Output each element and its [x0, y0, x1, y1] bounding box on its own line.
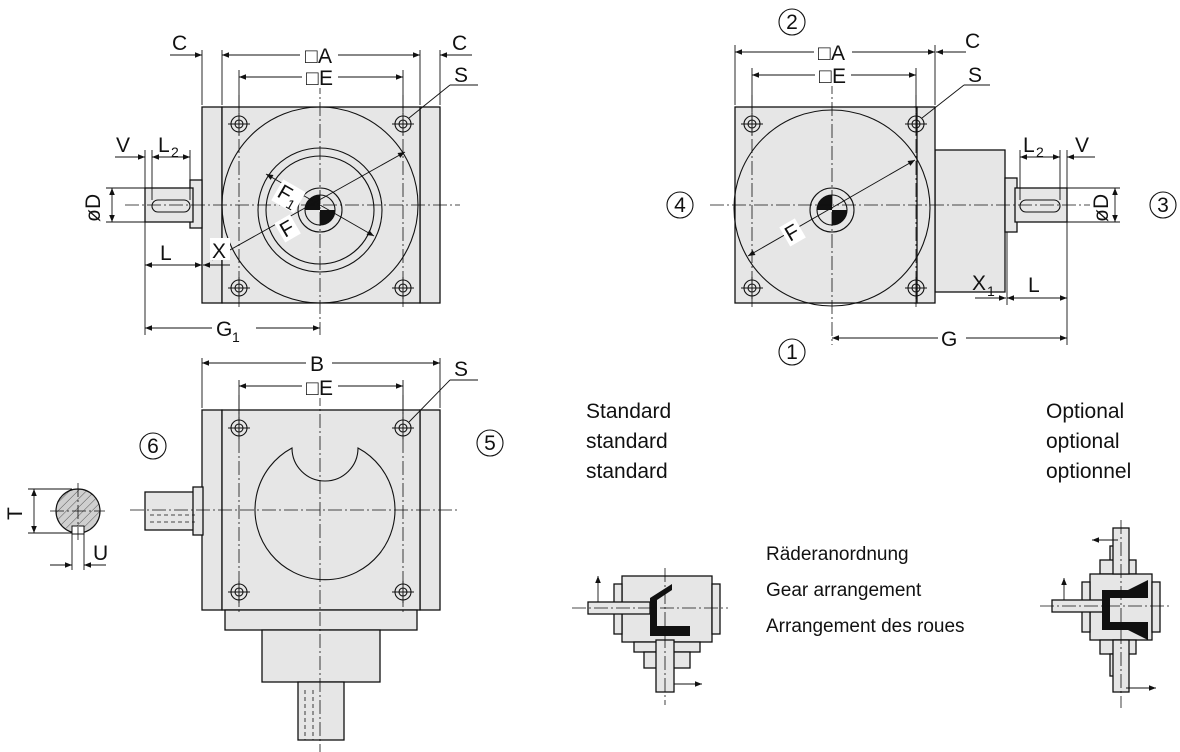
svg-text:1: 1 — [786, 341, 798, 364]
dim-B-label: B — [310, 353, 324, 376]
svg-text:standard: standard — [586, 430, 668, 453]
dim-L2-label: L — [158, 134, 170, 157]
dim-S-label-s: S — [454, 358, 468, 381]
dim-C-right: C — [452, 32, 467, 55]
position-marker-2: 2 — [778, 8, 806, 36]
dim-X1-sub: 1 — [987, 283, 995, 299]
svg-text:Arrangement des roues: Arrangement des roues — [766, 616, 965, 637]
dim-C-left: C — [172, 32, 187, 55]
svg-text:Optional: Optional — [1046, 400, 1124, 423]
svg-text:Räderanordnung: Räderanordnung — [766, 544, 909, 565]
dim-U-label: U — [93, 542, 108, 565]
dim-S-label: S — [454, 64, 468, 87]
optional-caption: Optional optional optionnel — [1046, 400, 1131, 483]
standard-gear-arrangement-icon — [572, 568, 728, 705]
dim-E-square: □ — [306, 67, 319, 90]
dim-E-square-s: □ — [306, 377, 319, 400]
dim-L-label: L — [160, 242, 172, 265]
dim-V-label: V — [116, 134, 130, 157]
dim-D-dia: ø — [82, 209, 105, 222]
dim-L-label-r: L — [1028, 274, 1040, 297]
dim-D-dia-r: ø — [1090, 209, 1113, 222]
svg-text:Gear arrangement: Gear arrangement — [766, 580, 922, 601]
dim-X1-label: X — [972, 272, 986, 295]
dim-A-label-r: A — [831, 42, 845, 65]
svg-text:optional: optional — [1046, 430, 1120, 453]
gear-arrangement-caption: Räderanordnung Gear arrangement Arrangem… — [766, 544, 965, 637]
svg-text:4: 4 — [674, 194, 686, 217]
svg-text:optionnel: optionnel — [1046, 460, 1131, 483]
dim-A-square: □ — [305, 45, 318, 68]
position-marker-6: 6 — [139, 432, 167, 460]
dim-D-label: D — [82, 194, 105, 209]
dim-E-square-r: □ — [819, 65, 832, 88]
shaft-section: T U — [4, 483, 108, 570]
dim-E-label: E — [319, 67, 333, 90]
svg-text:standard: standard — [586, 460, 668, 483]
dim-V-label-r: V — [1075, 134, 1089, 157]
side-view: B □ E S 6 5 — [130, 350, 504, 752]
position-marker-5: 5 — [476, 429, 504, 457]
dim-D-label-r: D — [1090, 194, 1113, 209]
svg-text:Standard: Standard — [586, 400, 671, 423]
dim-E-label-r: E — [832, 65, 846, 88]
svg-text:3: 3 — [1157, 194, 1169, 217]
dim-X-label: X — [212, 240, 226, 263]
position-marker-1: 1 — [778, 338, 806, 366]
position-marker-3: 3 — [1149, 191, 1177, 219]
dim-G1-sub: 1 — [232, 329, 240, 345]
svg-text:2: 2 — [786, 11, 798, 34]
standard-caption: Standard standard standard — [586, 400, 671, 483]
dim-G1-label: G — [216, 318, 232, 341]
dim-T-label: T — [4, 507, 27, 520]
dim-L2-label-r: L — [1023, 134, 1035, 157]
dim-L2-sub: 2 — [171, 144, 179, 160]
dim-G-label: G — [941, 328, 957, 351]
dim-E-label-s: E — [319, 377, 333, 400]
dim-L2-sub-r: 2 — [1036, 144, 1044, 160]
svg-text:6: 6 — [147, 435, 159, 458]
optional-gear-arrangement-icon — [1040, 520, 1170, 708]
front-view-right: □ A □ E C S L 2 V ø D L X — [666, 8, 1177, 366]
svg-text:5: 5 — [484, 432, 496, 455]
position-marker-4: 4 — [666, 191, 694, 219]
dim-S-label-r: S — [968, 64, 982, 87]
front-view-left: □ A □ E C C S V L 2 ø D — [82, 32, 478, 345]
dim-A-square-r: □ — [818, 42, 831, 65]
dim-C-label-r: C — [965, 30, 980, 53]
dim-A-label: A — [318, 45, 332, 68]
